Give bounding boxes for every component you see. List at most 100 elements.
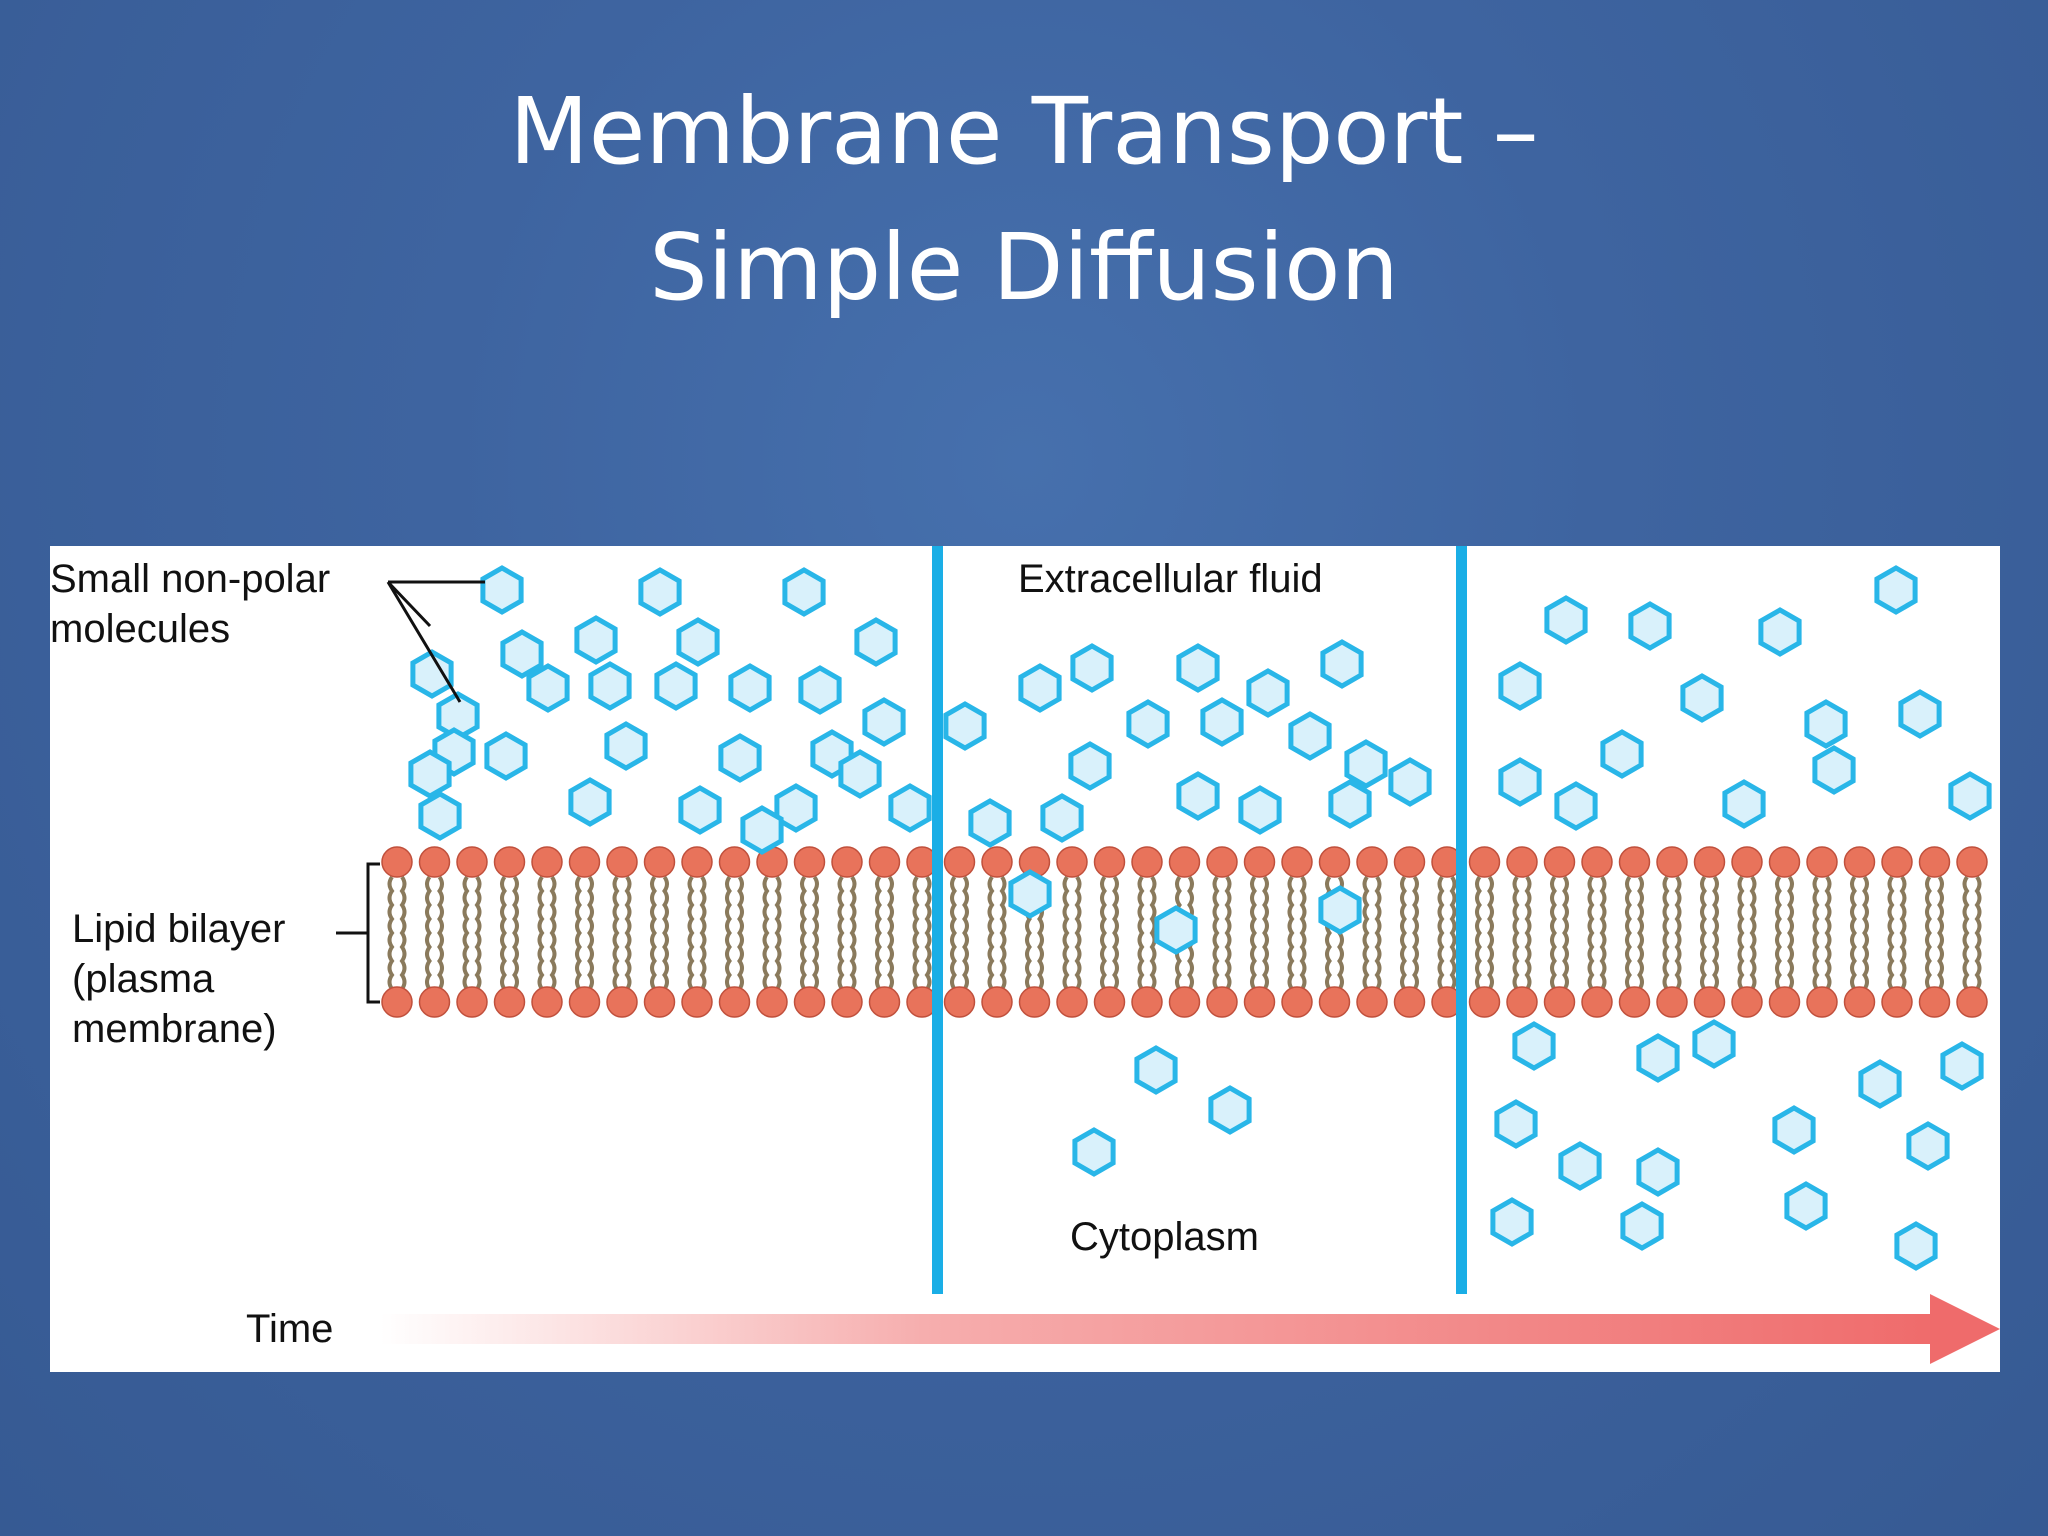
- diffusion-diagram: Small non-polar molecules Lipid bilayer …: [50, 546, 2000, 1372]
- molecule-hexagon: [1512, 1021, 1556, 1071]
- phospholipid-pair: [1243, 846, 1276, 1018]
- molecule-hexagon: [968, 798, 1012, 848]
- molecule-hexagon: [588, 661, 632, 711]
- panel-divider-2: [1456, 546, 1467, 1294]
- molecule-hexagon: [1620, 1201, 1664, 1251]
- molecule-group: [408, 565, 1992, 1271]
- molecule-hexagon: [1288, 711, 1332, 761]
- molecule-hexagon: [1126, 699, 1170, 749]
- molecule-hexagon: [1906, 1121, 1950, 1171]
- molecule-hexagon: [774, 783, 818, 833]
- phospholipid-pair: [1693, 846, 1726, 1018]
- molecule-hexagon: [1812, 745, 1856, 795]
- time-arrow-head: [1930, 1294, 2000, 1364]
- molecule-hexagon: [1558, 1141, 1602, 1191]
- molecule-hexagon: [408, 749, 452, 799]
- molecule-hexagon: [526, 663, 570, 713]
- phospholipid-pair: [718, 846, 751, 1018]
- phospholipid-pair: [1543, 846, 1576, 1018]
- title-line-2: Simple Diffusion: [649, 214, 1399, 321]
- molecule-hexagon: [1072, 1127, 1116, 1177]
- molecule-hexagon: [728, 663, 772, 713]
- molecule-hexagon: [1328, 779, 1372, 829]
- molecule-hexagon: [484, 731, 528, 781]
- molecule-hexagon: [740, 805, 784, 855]
- molecule-hexagon: [1636, 1147, 1680, 1197]
- phospholipid-pair: [1093, 846, 1126, 1018]
- molecule-hexagon: [654, 661, 698, 711]
- molecule-hexagon: [568, 777, 612, 827]
- molecule-hexagon: [1940, 1041, 1984, 1091]
- molecule-hexagon: [638, 567, 682, 617]
- lipid-bilayer: [381, 846, 1988, 1018]
- phospholipid-pair: [981, 846, 1013, 1018]
- molecule-hexagon: [1344, 739, 1388, 789]
- label-cytoplasm: Cytoplasm: [1070, 1215, 1259, 1259]
- molecule-hexagon: [574, 615, 618, 665]
- phospholipid-pair: [1881, 846, 1913, 1018]
- phospholipid-pair: [1356, 846, 1388, 1018]
- phospholipid-pair: [456, 846, 488, 1018]
- molecule-hexagon: [1498, 661, 1542, 711]
- molecule-hexagon: [1018, 663, 1062, 713]
- molecule-hexagon: [1238, 785, 1282, 835]
- phospholipid-pair: [381, 846, 413, 1018]
- phospholipid-pair: [1056, 846, 1088, 1018]
- phospholipid-pair: [643, 846, 676, 1018]
- molecule-hexagon: [943, 701, 987, 751]
- phospholipid-pair: [1656, 846, 1688, 1018]
- phospholipid-pair: [1768, 846, 1801, 1018]
- molecule-hexagon: [1246, 668, 1290, 718]
- molecule-hexagon: [1208, 1085, 1252, 1135]
- label-bilayer-2: (plasma: [72, 957, 215, 1001]
- slide-title: Membrane Transport – Simple Diffusion: [0, 64, 2048, 336]
- molecule-hexagon: [1692, 1019, 1736, 1069]
- label-bilayer-3: membrane): [72, 1007, 277, 1051]
- phospholipid-pair: [756, 846, 788, 1018]
- diagram-canvas: Small non-polar molecules Lipid bilayer …: [50, 546, 2000, 1364]
- title-line-1: Membrane Transport –: [509, 78, 1539, 185]
- molecule-hexagon: [888, 783, 932, 833]
- bilayer-bracket: [336, 862, 380, 1004]
- molecule-hexagon: [1894, 1221, 1938, 1271]
- phospholipid-pair: [493, 846, 526, 1018]
- phospholipid-pair: [1131, 846, 1163, 1018]
- phospholipid-pair: [1281, 846, 1313, 1018]
- molecule-hexagon: [1494, 1099, 1538, 1149]
- molecule-hexagon: [1388, 757, 1432, 807]
- phospholipid-pair: [793, 846, 826, 1018]
- molecule-hexagon: [782, 567, 826, 617]
- molecule-hexagon: [1070, 643, 1114, 693]
- phospholipid-pair: [418, 846, 451, 1018]
- molecule-hexagon: [1680, 673, 1724, 723]
- phospholipid-pair: [831, 846, 863, 1018]
- molecule-hexagon: [1784, 1181, 1828, 1231]
- phospholipid-pair: [681, 846, 713, 1018]
- molecule-hexagon: [1874, 565, 1918, 615]
- phospholipid-pair: [1318, 846, 1351, 1018]
- molecule-hexagon: [1176, 771, 1220, 821]
- molecule-hexagon: [1898, 689, 1942, 739]
- phospholipid-pair: [1731, 846, 1763, 1018]
- phospholipid-pair: [1618, 846, 1651, 1018]
- molecule-hexagon: [1544, 595, 1588, 645]
- phospholipid-pair: [1468, 846, 1501, 1018]
- molecule-hexagon: [1722, 779, 1766, 829]
- phospholipid-pair: [568, 846, 601, 1018]
- molecule-hexagon: [1068, 741, 1112, 791]
- molecule-hexagon: [1498, 757, 1542, 807]
- phospholipid-pair: [1431, 846, 1463, 1018]
- molecule-hexagon: [1320, 639, 1364, 689]
- phospholipid-pair: [606, 846, 638, 1018]
- phospholipid-pair: [1843, 846, 1876, 1018]
- phospholipid-pair: [1506, 846, 1538, 1018]
- label-extracellular: Extracellular fluid: [1018, 557, 1323, 601]
- label-molecules-1: Small non-polar: [50, 557, 330, 601]
- phospholipid-pair: [531, 846, 563, 1018]
- phospholipid-pair: [1206, 846, 1238, 1018]
- phospholipid-pair: [868, 846, 901, 1018]
- molecule-hexagon: [1600, 729, 1644, 779]
- molecule-hexagon: [1772, 1105, 1816, 1155]
- time-arrow-shaft: [380, 1314, 1940, 1344]
